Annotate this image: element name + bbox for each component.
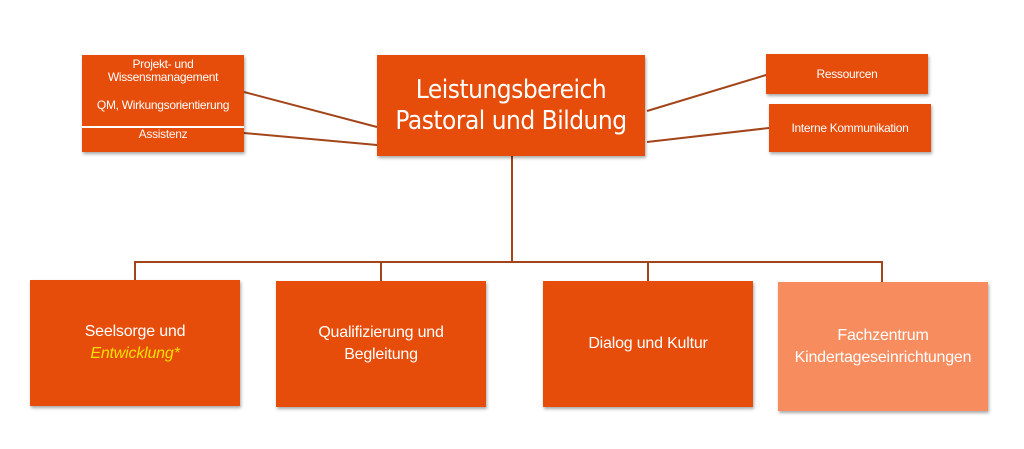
child-seelsorge-line1: Seelsorge und bbox=[84, 323, 186, 340]
connector-left-lower bbox=[243, 132, 378, 146]
staff-item-interne-kommunikation: Interne Kommunikation bbox=[791, 120, 909, 135]
staff-item-projekt-wissensmanagement: Projekt- und Wissensmanagement bbox=[107, 57, 219, 84]
child-node-fachzentrum: Fachzentrum Kindertageseinrichtungen bbox=[778, 282, 988, 411]
connector-left-upper bbox=[243, 91, 378, 128]
child-fachzentrum-line1: Fachzentrum bbox=[837, 326, 929, 344]
child-node-qualifizierung: Qualifizierung und Begleitung bbox=[276, 281, 486, 407]
staff-item-qm-wirkungsorientierung: QM, Wirkungsorientierung bbox=[96, 98, 230, 112]
connector-right-lower bbox=[646, 127, 770, 143]
staff-box-interne-kommunikation: Interne Kommunikation bbox=[769, 104, 931, 152]
staff-item-assistenz: Assistenz bbox=[138, 127, 188, 141]
child-qualifizierung-line1: Qualifizierung und bbox=[318, 324, 444, 341]
staff-box-ressourcen: Ressourcen bbox=[766, 54, 928, 94]
staff-box-left: Projekt- und Wissensmanagement QM, Wirku… bbox=[82, 55, 244, 152]
root-node: Leistungsbereich Pastoral und Bildung bbox=[377, 55, 645, 156]
root-title-line2: Pastoral und Bildung bbox=[395, 105, 627, 136]
staff-box-divider bbox=[82, 126, 244, 128]
staff-item-ressourcen: Ressourcen bbox=[816, 66, 878, 81]
child-node-dialog-kultur: Dialog und Kultur bbox=[543, 281, 753, 407]
child-qualifizierung-line2: Begleitung bbox=[344, 346, 418, 363]
root-title-line1: Leistungsbereich bbox=[415, 74, 607, 105]
connector-right-upper bbox=[646, 74, 767, 112]
child-dialog-label: Dialog und Kultur bbox=[588, 335, 708, 352]
child-node-seelsorge: Seelsorge und Entwicklung* bbox=[30, 280, 240, 406]
child-seelsorge-line2: Entwicklung* bbox=[90, 345, 180, 362]
child-fachzentrum-line2: Kindertageseinrichtungen bbox=[794, 348, 972, 366]
